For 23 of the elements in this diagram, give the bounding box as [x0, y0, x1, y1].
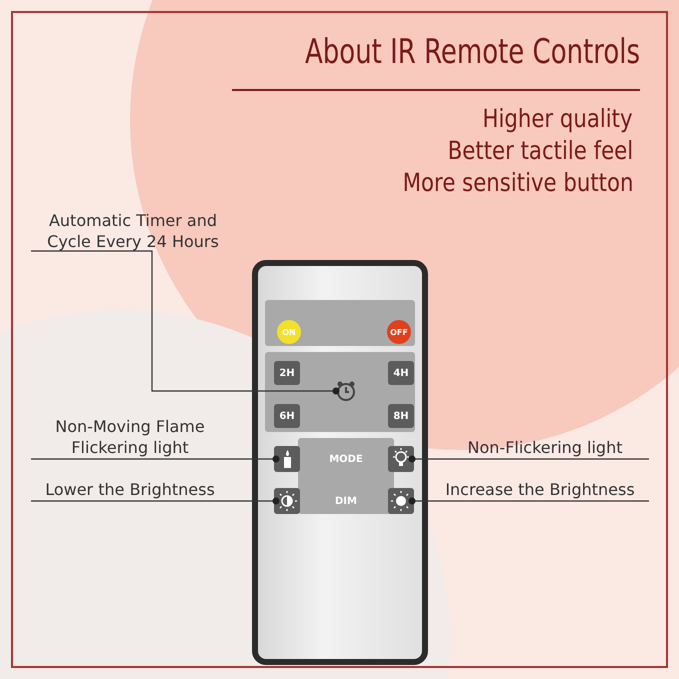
leader-line	[31, 498, 280, 504]
light-bulb-button	[388, 446, 414, 472]
leader-line	[31, 456, 280, 462]
feature-text: More sensitive button	[402, 168, 633, 197]
callout-text: Lower the Brightness	[30, 479, 230, 500]
callout-text: Automatic Timer and Cycle Every 24 Hours	[30, 210, 236, 252]
candle-button	[274, 446, 300, 472]
callout-text: Non-Flickering light	[440, 437, 650, 458]
timer-button: 6H	[274, 404, 300, 428]
remote-control-drawing	[252, 260, 428, 665]
timer-button: 8H	[388, 404, 414, 428]
timer-button: 4H	[388, 361, 414, 385]
brightness-down-button	[274, 488, 300, 514]
feature-text: Better tactile feel	[448, 136, 633, 165]
leader-line	[31, 250, 340, 394]
callout-text: Non-Moving Flame Flickering light	[30, 416, 230, 458]
timer-button: 2H	[274, 361, 300, 385]
brightness-up-button	[388, 488, 414, 514]
leader-line	[408, 456, 649, 462]
title: About IR Remote Controls	[304, 32, 640, 72]
leader-line	[408, 498, 649, 504]
feature-text: Higher quality	[482, 104, 633, 133]
callout-text: Increase the Brightness	[430, 479, 650, 500]
